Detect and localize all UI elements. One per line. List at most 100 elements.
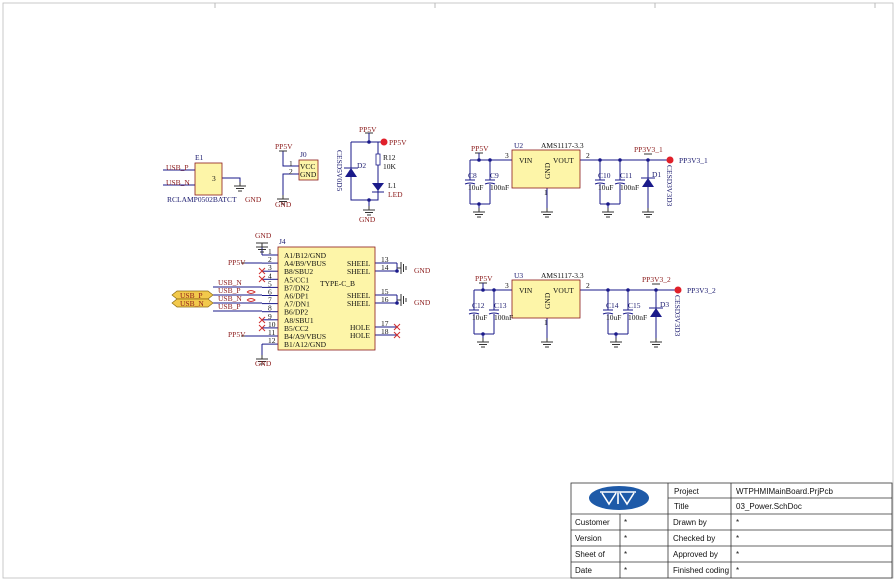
ground-symbol xyxy=(602,208,614,218)
pin-num: 3 xyxy=(268,263,272,272)
port-label: USB_P xyxy=(180,291,203,300)
field-label: Finished coding xyxy=(673,566,729,575)
field-value: * xyxy=(624,566,627,575)
wire xyxy=(282,151,299,167)
cap-value: 10uF xyxy=(598,183,613,192)
diode-part: CESD3V3D3 xyxy=(673,295,682,337)
pin-num: 10 xyxy=(268,320,276,329)
cap-ref: C15 xyxy=(628,301,641,310)
pin-name: VOUT xyxy=(553,286,574,295)
j4-body xyxy=(277,246,376,351)
ref: U3 xyxy=(514,271,523,280)
capacitor-symbol xyxy=(614,179,626,185)
pin-num: 14 xyxy=(381,263,389,272)
pp5v-label: PP5V xyxy=(228,330,246,339)
diff-pair-icon xyxy=(246,290,256,302)
connector-j4-typec[interactable]: J4 TYPE-C_B GND GND PP5V PP5V USB_N USB_… xyxy=(171,231,431,368)
ground-symbol xyxy=(610,338,622,348)
diode-symbol xyxy=(642,178,654,187)
cap-value: 100nF xyxy=(620,183,639,192)
port-shape xyxy=(171,298,214,308)
pin-name: GND xyxy=(543,292,552,309)
capacitor-symbol xyxy=(468,309,480,315)
pin-num: 2 xyxy=(586,151,590,160)
title-value: 03_Power.SchDoc xyxy=(736,502,802,511)
cap-ref: C11 xyxy=(620,171,632,180)
pin-name: B5/CC2 xyxy=(284,324,309,333)
resistor-r12 xyxy=(375,153,381,166)
port-label: PP3V3_2 xyxy=(687,286,716,295)
wire xyxy=(222,177,241,182)
capacitor-symbol xyxy=(464,179,476,185)
field-value: * xyxy=(624,534,627,543)
wire xyxy=(350,142,379,201)
field-value: * xyxy=(624,518,627,527)
title-block: Project WTPHMIMainBoard.PrjPcb Title 03_… xyxy=(570,482,893,579)
cap-value: 10uF xyxy=(472,313,487,322)
pin-name: HOLE xyxy=(350,323,370,332)
cap-value: 100nF xyxy=(490,183,509,192)
pin-name: SHEEL xyxy=(347,259,371,268)
field-value: * xyxy=(736,534,739,543)
pin-num: 15 xyxy=(381,287,389,296)
cap-value: 100nF xyxy=(494,313,513,322)
diode-symbol xyxy=(345,168,357,177)
pin-num: 11 xyxy=(268,328,275,337)
j4-part: TYPE-C_B xyxy=(320,279,355,288)
pin-name: VIN xyxy=(519,156,533,165)
ground-symbol xyxy=(477,338,489,348)
cap-ref: C14 xyxy=(606,301,619,310)
pin-name: VOUT xyxy=(553,156,574,165)
wires xyxy=(163,132,678,365)
pin-name: A8/SBU1 xyxy=(284,316,314,325)
pin-num: 2 xyxy=(289,167,293,176)
pin-num: 4 xyxy=(268,271,272,280)
gnd-label: GND xyxy=(245,195,262,204)
led-symbol xyxy=(372,183,384,191)
project-label: Project xyxy=(674,487,700,496)
net-label: USB_N xyxy=(218,294,242,303)
capacitor-symbol xyxy=(622,309,634,315)
company-logo xyxy=(589,486,649,510)
pin-num: 3 xyxy=(505,281,509,290)
led-indicator[interactable]: PP5V PP5V D2 CESD5V0D5 R12 10K L1 LED GN… xyxy=(335,125,407,224)
gnd-label: GND xyxy=(414,298,431,307)
pin-num: 1 xyxy=(289,159,293,168)
field-label: Checked by xyxy=(673,534,715,543)
pin-num: 5 xyxy=(268,279,272,288)
junction xyxy=(395,301,399,305)
pp5v-label: PP5V xyxy=(471,144,489,153)
ground-symbol xyxy=(363,206,375,216)
net-label-usb-n: USB_N xyxy=(166,178,190,187)
pin-name: B1/A12/GND xyxy=(284,340,327,349)
pin-name: B7/DN2 xyxy=(284,283,310,292)
no-connect-icon xyxy=(393,323,401,331)
ground-symbol xyxy=(397,262,407,274)
gnd-label: GND xyxy=(255,231,272,240)
capacitor-symbol xyxy=(488,309,500,315)
connector-j0[interactable]: J0 PP5V 1 2 VCC GND GND xyxy=(275,142,319,209)
port-usb-n[interactable]: USB_N xyxy=(171,298,214,308)
pp5v-label: PP5V xyxy=(475,274,493,283)
cap-ref: C12 xyxy=(472,301,485,310)
net-label: USB_P xyxy=(218,302,241,311)
ground-symbol xyxy=(473,208,485,218)
port-label: PP5V xyxy=(389,138,407,147)
esd-e1[interactable]: E1 USB_P USB_N 3 RCLAMP0502BATCT GND xyxy=(166,153,262,204)
cap-value: 100nF xyxy=(628,313,647,322)
no-connect-icon xyxy=(393,331,401,339)
l1-ref: L1 xyxy=(388,181,397,190)
r12-value: 10K xyxy=(383,162,397,171)
pin-name: A1/B12/GND xyxy=(284,251,327,260)
no-connect-icon xyxy=(258,275,266,283)
pin-name: A4/B9/VBUS xyxy=(284,259,326,268)
ground-symbol xyxy=(256,243,268,253)
net-label-usb-p: USB_P xyxy=(166,163,189,172)
pin-name: GND xyxy=(543,162,552,179)
capacitor-symbol xyxy=(602,309,614,315)
field-value: * xyxy=(736,550,739,559)
